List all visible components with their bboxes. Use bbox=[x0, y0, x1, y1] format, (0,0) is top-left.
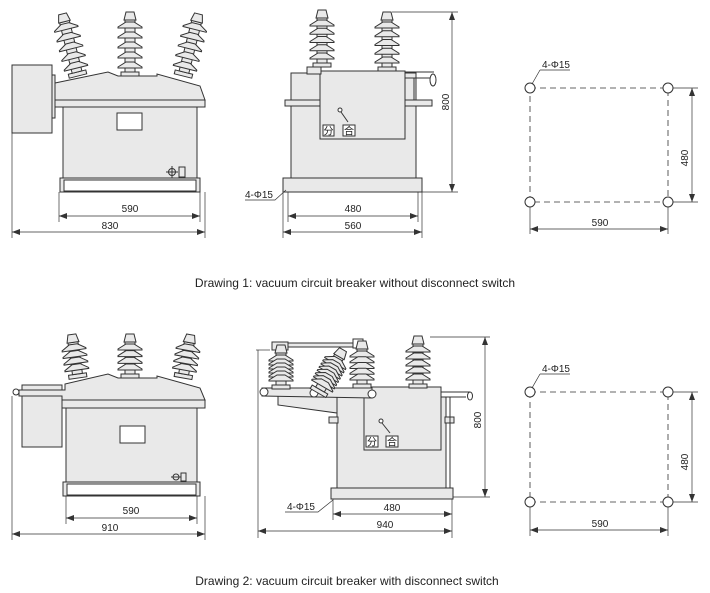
open-indicator-label: 分 bbox=[367, 437, 377, 449]
leader-line bbox=[531, 373, 570, 389]
control-box bbox=[11, 64, 53, 134]
open-indicator bbox=[322, 124, 335, 137]
ground-symbol-icon bbox=[166, 166, 186, 178]
arm-pivot bbox=[367, 389, 377, 399]
close-indicator bbox=[385, 435, 399, 448]
side-view-1: 分 合 bbox=[282, 66, 437, 193]
insulator-bushing bbox=[405, 335, 431, 389]
dimension-label: 940 bbox=[377, 520, 394, 531]
switch-blade[interactable] bbox=[287, 342, 355, 348]
dimension-label: 830 bbox=[102, 221, 119, 232]
hole-label: 4-Φ15 bbox=[542, 60, 570, 71]
drawing-2: 590 910 分 合 bbox=[11, 336, 698, 588]
base-inner bbox=[63, 179, 197, 192]
base-frame bbox=[330, 487, 454, 500]
mounting-hole bbox=[524, 196, 536, 208]
insulator-bushing bbox=[349, 340, 375, 389]
cover-band bbox=[54, 99, 206, 108]
insulator-bushing bbox=[61, 333, 90, 380]
mounting-hole bbox=[662, 496, 674, 508]
insulator-bushing bbox=[117, 11, 143, 77]
front-view-2 bbox=[12, 373, 206, 497]
breaker-body bbox=[65, 407, 198, 483]
insulator-bushing bbox=[268, 344, 294, 390]
top-cover bbox=[18, 373, 206, 401]
nameplate bbox=[119, 425, 146, 444]
front-view-2-dimensions: 590 910 bbox=[11, 396, 206, 540]
operating-rod bbox=[405, 71, 434, 100]
mounting-hole bbox=[662, 82, 674, 94]
rod-end bbox=[467, 391, 473, 401]
close-indicator bbox=[342, 124, 356, 137]
base-frame bbox=[282, 177, 423, 193]
dimension-label: 590 bbox=[592, 218, 609, 229]
mounting-outline bbox=[529, 87, 669, 203]
hole-label: 4-Φ15 bbox=[542, 364, 570, 375]
insulator-bushing bbox=[374, 11, 400, 72]
ground-symbol-icon bbox=[171, 472, 187, 482]
plan-view-1: 4-Φ15 480 590 bbox=[524, 60, 698, 234]
drawing-2-caption: Drawing 2: vacuum circuit breaker with d… bbox=[195, 574, 498, 588]
operating-rod bbox=[441, 391, 470, 488]
dimension-label: 480 bbox=[680, 149, 691, 166]
operating-handle[interactable] bbox=[337, 107, 349, 123]
terminal-block bbox=[306, 66, 322, 75]
flange-bar-left bbox=[328, 416, 339, 424]
dimension-label: 590 bbox=[122, 204, 139, 215]
insulators bbox=[53, 9, 431, 399]
dimension-label: 480 bbox=[345, 204, 362, 215]
lifting-eye bbox=[12, 388, 20, 396]
side-view-1-dimensions: 800 480 560 4-Φ15 bbox=[245, 11, 458, 238]
dimension-label: 590 bbox=[123, 506, 140, 517]
dimension-label: 800 bbox=[473, 411, 484, 428]
hole-label: 4-Φ15 bbox=[245, 190, 273, 201]
insulator-bushing bbox=[172, 12, 208, 79]
insulator-bushing bbox=[53, 12, 89, 79]
mounting-hole bbox=[662, 386, 674, 398]
dimension-label: 800 bbox=[441, 93, 452, 110]
drawing-1: 590 830 分 合 800 bbox=[11, 11, 698, 290]
mounting-hole bbox=[524, 496, 536, 508]
front-view-1 bbox=[11, 64, 206, 193]
dimension-label: 590 bbox=[592, 519, 609, 530]
dimension-label: 910 bbox=[102, 523, 119, 534]
flange-bar-right bbox=[403, 99, 433, 107]
arm-pivot bbox=[259, 387, 269, 397]
nameplate bbox=[116, 112, 143, 131]
flange-bar-left bbox=[284, 99, 321, 107]
side-view-2: 分 合 bbox=[256, 338, 473, 500]
front-view-1-dimensions: 590 830 bbox=[11, 133, 206, 238]
leader-line bbox=[531, 69, 570, 85]
open-indicator bbox=[365, 435, 379, 448]
hole-label: 4-Φ15 bbox=[287, 502, 315, 513]
plan-view-2: 4-Φ15 480 590 bbox=[524, 364, 698, 536]
base-inner bbox=[66, 483, 197, 496]
leader-line bbox=[245, 189, 287, 201]
operating-handle[interactable] bbox=[378, 418, 391, 434]
rod-end bbox=[429, 73, 437, 87]
dimension-label: 560 bbox=[345, 221, 362, 232]
mounting-hole bbox=[524, 386, 536, 398]
side-view-2-dimensions: 800 480 940 4-Φ15 bbox=[257, 336, 490, 538]
close-indicator-label: 合 bbox=[344, 125, 354, 138]
insulator-bushing bbox=[309, 9, 335, 68]
drawing-1-caption: Drawing 1: vacuum circuit breaker withou… bbox=[195, 276, 515, 290]
close-indicator-label: 合 bbox=[387, 436, 397, 449]
open-indicator-label: 分 bbox=[324, 126, 334, 138]
mounting-outline bbox=[529, 391, 669, 503]
insulator-bushing bbox=[309, 347, 348, 399]
cover-band bbox=[61, 399, 206, 409]
dimension-label: 480 bbox=[384, 503, 401, 514]
leader-line bbox=[285, 499, 334, 513]
mounting-hole bbox=[524, 82, 536, 94]
insulator-bushing bbox=[117, 333, 143, 379]
insulator-bushing bbox=[171, 333, 201, 381]
mounting-hole bbox=[662, 196, 674, 208]
dimension-label: 480 bbox=[680, 453, 691, 470]
